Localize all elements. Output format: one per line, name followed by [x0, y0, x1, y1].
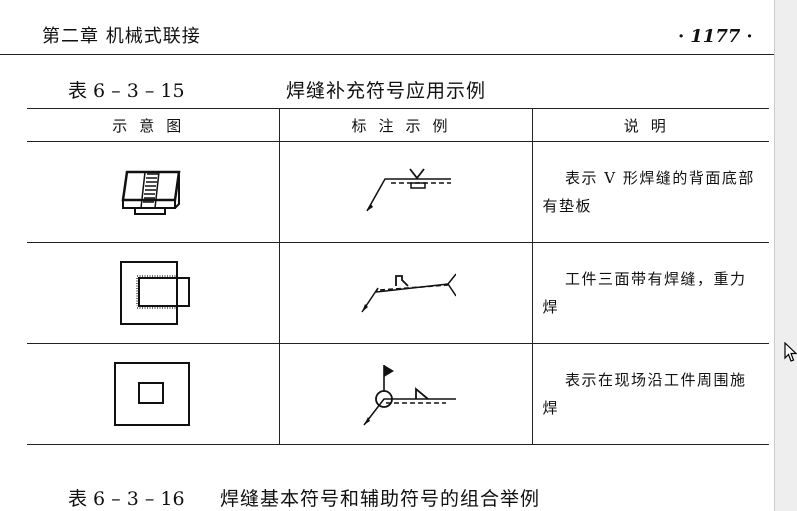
field-weld-symbol-annotation-icon: [362, 365, 456, 426]
three-side-weld-diagram-icon: [119, 261, 190, 325]
diagram-cell: [27, 343, 280, 445]
table-title: 焊缝补充符号应用示例: [286, 80, 487, 102]
next-table-title: 焊缝基本符号和辅助符号的组合举例: [220, 488, 541, 510]
chapter-title: 第二章 机械式联接: [42, 26, 201, 47]
row-description: 表示 V 形焊缝的背面底部有垫板: [542, 169, 755, 215]
page-number-dot-right: ·: [746, 26, 753, 47]
column-header-description: 说明: [531, 108, 769, 142]
diagram-cell: [27, 242, 280, 344]
diagram-cell: [27, 141, 280, 243]
table-row: 表示 V 形焊缝的背面底部有垫板: [27, 141, 769, 243]
row-description: 工件三面带有焊缝，重力焊: [542, 270, 747, 316]
page-number-dot-left: ·: [678, 26, 685, 47]
column-header-diagram: 示意图: [27, 108, 280, 142]
next-table-number: 表 6 – 3 – 16: [68, 488, 185, 510]
annotation-cell: [278, 242, 533, 344]
field-weld-diagram-icon: [113, 362, 190, 426]
backing-symbol-annotation-icon: [365, 168, 451, 212]
mouse-cursor-icon: [784, 342, 797, 362]
description-cell: 表示在现场沿工件周围施焊: [531, 343, 769, 445]
annotation-cell: [278, 343, 533, 445]
description-cell: 表示 V 形焊缝的背面底部有垫板: [531, 141, 769, 243]
table-caption: 表 6 – 3 – 15 焊缝补充符号应用示例: [0, 74, 774, 102]
description-cell: 工件三面带有焊缝，重力焊: [531, 242, 769, 344]
table-row: 表示在现场沿工件周围施焊: [27, 343, 769, 445]
column-header-annotation: 标注示例: [278, 108, 533, 142]
table-row: 工件三面带有焊缝，重力焊: [27, 242, 769, 344]
table-number: 表 6 – 3 – 15: [68, 80, 185, 102]
page-number-value: 1177: [690, 26, 741, 47]
annotation-cell: [278, 141, 533, 243]
three-side-symbol-annotation-icon: [360, 273, 456, 313]
table-header-row: 示意图 标注示例 说明: [27, 108, 769, 142]
weld-symbol-table: 示意图 标注示例 说明 表示 V 形焊缝的背面底部有垫板: [27, 108, 769, 445]
row-description: 表示在现场沿工件周围施焊: [542, 371, 747, 417]
page-header: 第二章 机械式联接 ·1177·: [0, 0, 774, 55]
scrollbar-track[interactable]: [774, 0, 797, 511]
backing-plate-weld-diagram-icon: [121, 170, 181, 215]
page-number: ·1177·: [672, 26, 759, 47]
